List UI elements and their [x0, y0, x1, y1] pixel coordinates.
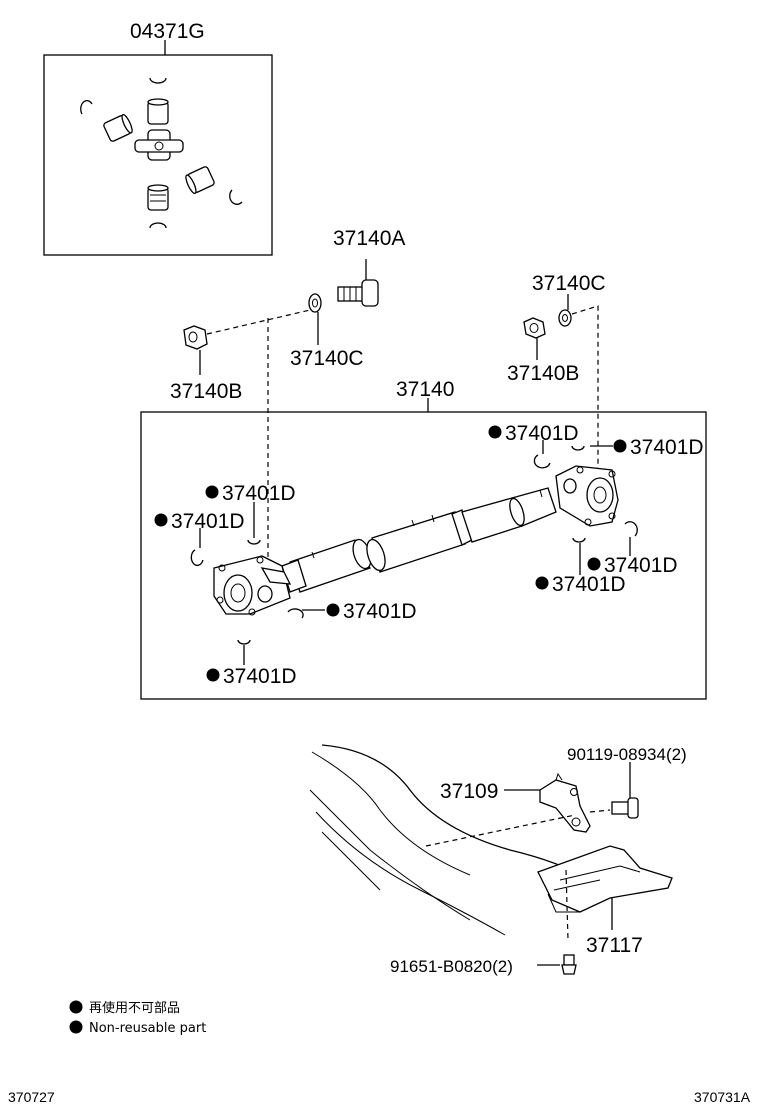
- right-flange-yoke: [555, 465, 619, 527]
- label-37140b-right: 37140B: [507, 362, 579, 385]
- label-37401d-5: 37401D: [604, 554, 678, 577]
- label-37140: 37140: [396, 378, 454, 401]
- legend-japanese: 再使用不可部品: [89, 1000, 180, 1016]
- protector-37117: 37117: [537, 845, 673, 957]
- shaft-snap-rings: [190, 445, 638, 645]
- bolt-37140a: [337, 259, 379, 307]
- label-37401d-7: 37401D: [343, 600, 417, 623]
- label-37401d-2: 37401D: [630, 436, 704, 459]
- label-37140c-left: 37140C: [290, 347, 364, 370]
- label-90119-08934: 90119-08934(2): [567, 745, 687, 764]
- nut-left: [183, 325, 208, 350]
- label-37117: 37117: [586, 934, 643, 957]
- label-04371g: 04371G: [130, 20, 205, 43]
- label-37401d-4: 37401D: [171, 510, 245, 533]
- shaft-tube-middle: [366, 509, 473, 573]
- legend: 再使用不可部品 Non-reusable part: [69, 1000, 206, 1036]
- washer-left: [308, 293, 322, 313]
- shaft-tube-left: [281, 538, 372, 593]
- frame-rails: [309, 744, 591, 936]
- left-flange-yoke: [213, 555, 292, 616]
- protector-bolt: 91651-B0820(2): [390, 954, 577, 976]
- label-37140c-right: 37140C: [532, 272, 606, 295]
- shaft-tube-right: [461, 487, 557, 543]
- label-37401d-1: 37401D: [505, 422, 579, 445]
- propeller-shaft-assembly: 37140: [140, 378, 707, 700]
- footer-code-left: 370727: [8, 1089, 55, 1105]
- label-37140a: 37140A: [333, 227, 405, 250]
- label-37109: 37109: [440, 780, 498, 803]
- spider-cross: [134, 129, 184, 161]
- universal-joint-kit: 04371G: [43, 20, 273, 256]
- kit-snap-rings: [80, 77, 243, 229]
- nut-right: [523, 317, 546, 339]
- bearing-cups: [103, 98, 215, 211]
- label-37401d-3: 37401D: [222, 482, 296, 505]
- legend-english: Non-reusable part: [89, 1021, 206, 1036]
- label-37401d-8: 37401D: [223, 665, 297, 688]
- label-37140b-left: 37140B: [170, 380, 242, 403]
- label-91651-b0820: 91651-B0820(2): [390, 957, 513, 976]
- upper-hardware: 37140A 37140C 37140B 37140C 37140B: [170, 227, 606, 580]
- label-37401d-6: 37401D: [552, 573, 626, 596]
- washer-right: [558, 309, 572, 327]
- bracket-37109: 37109: [425, 772, 591, 847]
- bracket-bolt: 90119-08934(2): [567, 745, 687, 819]
- footer-code-right: 370731A: [694, 1089, 751, 1105]
